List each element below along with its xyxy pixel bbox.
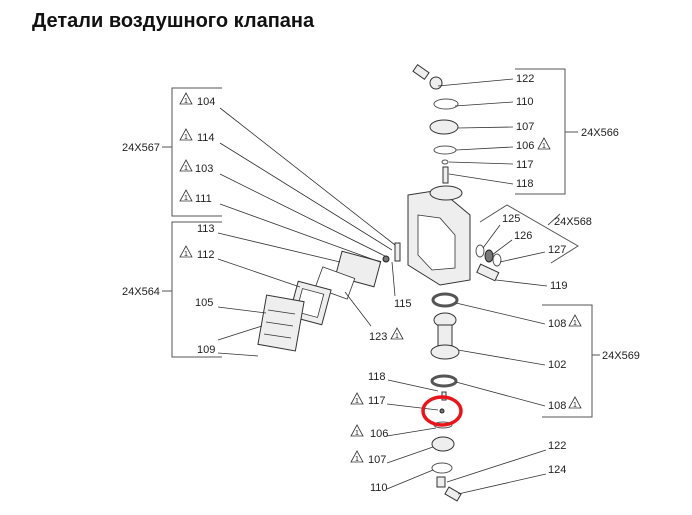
label-117: 117 xyxy=(368,395,386,407)
svg-text:24X567: 24X567 xyxy=(122,142,160,154)
svg-text:1: 1 xyxy=(184,134,188,141)
lower-parts xyxy=(430,292,462,502)
top-parts xyxy=(412,64,459,184)
warning-icon: 1 xyxy=(568,314,582,327)
label-115: 115 xyxy=(394,298,412,310)
label-117: 117 xyxy=(516,159,534,171)
label-102: 102 xyxy=(548,359,566,371)
valve-housing xyxy=(407,185,471,286)
label-113: 113 xyxy=(197,223,215,235)
label-125: 125 xyxy=(502,213,520,225)
warning-icon: 1 xyxy=(179,128,193,141)
label-106: 106 xyxy=(370,428,388,440)
bracket-24x566: 24X566 xyxy=(515,68,619,195)
label-104: 104 xyxy=(197,96,215,108)
label-110: 110 xyxy=(516,96,534,108)
label-122: 122 xyxy=(516,73,534,85)
label-103: 103 xyxy=(195,163,213,175)
warning-icon: 1 xyxy=(179,245,193,258)
label-112: 112 xyxy=(197,249,215,261)
svg-text:1: 1 xyxy=(355,430,359,437)
page-title: Детали воздушного клапана xyxy=(32,10,315,32)
svg-text:24X569: 24X569 xyxy=(602,350,640,362)
label-109: 109 xyxy=(197,344,215,356)
label-123: 123 xyxy=(369,331,387,343)
warning-icon: 1 xyxy=(179,159,193,172)
side-parts xyxy=(475,244,502,282)
svg-text:1: 1 xyxy=(395,333,399,340)
warning-icon: 1 xyxy=(179,189,193,202)
warning-icon: 1 xyxy=(350,450,364,463)
svg-text:1: 1 xyxy=(573,320,577,327)
label-119: 119 xyxy=(550,280,568,292)
label-108: 108 xyxy=(548,318,566,330)
label-111: 111 xyxy=(195,193,212,205)
label-114: 114 xyxy=(197,132,215,144)
warning-icon: 1 xyxy=(179,92,193,105)
label-118: 118 xyxy=(516,178,534,190)
label-126: 126 xyxy=(514,230,532,242)
leader-lines xyxy=(217,78,548,495)
warning-icon: 1 xyxy=(568,396,582,409)
svg-text:1: 1 xyxy=(573,402,577,409)
svg-text:24X566: 24X566 xyxy=(581,127,619,139)
bracket-24x568: 24X568 xyxy=(479,204,592,264)
bracket-24x564: 24X564 xyxy=(122,221,222,358)
bracket-24x567: 24X567 xyxy=(122,87,222,217)
svg-text:1: 1 xyxy=(542,143,546,150)
svg-text:24X564: 24X564 xyxy=(122,286,160,298)
svg-text:1: 1 xyxy=(355,398,359,405)
left-parts xyxy=(257,242,401,352)
svg-text:24X568: 24X568 xyxy=(554,216,592,228)
svg-text:1: 1 xyxy=(184,98,188,105)
warning-icon: 1 xyxy=(390,327,404,340)
label-107: 107 xyxy=(516,121,534,133)
warning-icon: 1 xyxy=(350,424,364,437)
label-105: 105 xyxy=(195,297,213,309)
label-110: 110 xyxy=(370,482,388,494)
svg-text:1: 1 xyxy=(184,251,188,258)
label-118: 118 xyxy=(368,371,386,383)
label-106: 106 xyxy=(516,140,534,152)
warning-icon: 1 xyxy=(537,137,551,150)
svg-text:1: 1 xyxy=(184,195,188,202)
warning-icon: 1 xyxy=(350,392,364,405)
svg-text:1: 1 xyxy=(184,165,188,172)
svg-text:1: 1 xyxy=(355,456,359,463)
highlight-circle xyxy=(421,395,463,427)
label-122: 122 xyxy=(548,440,566,452)
bracket-24x569: 24X569 xyxy=(542,304,640,418)
label-108: 108 xyxy=(548,400,566,412)
label-107: 107 xyxy=(368,454,386,466)
label-124: 124 xyxy=(548,464,566,476)
label-127: 127 xyxy=(548,244,566,256)
